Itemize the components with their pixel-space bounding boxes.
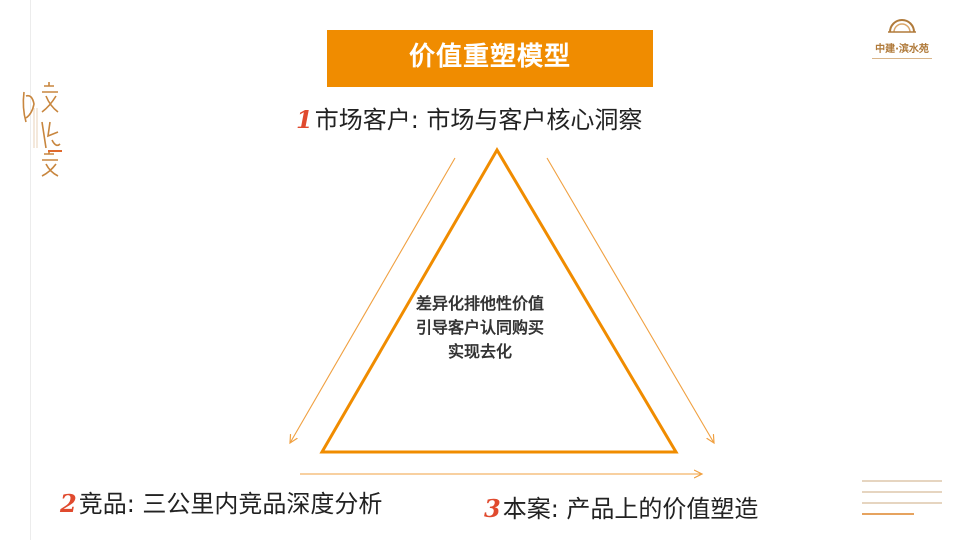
footer-note-line — [862, 491, 942, 493]
wenbiao-wendao-logo — [22, 82, 62, 177]
node-competitor: 2 竞品: 三公里内竞品深度分析 — [60, 484, 382, 519]
node-project-label: 本案: 产品上的价值塑造 — [502, 495, 759, 523]
brand-subline-mark — [872, 58, 932, 59]
value-triangle — [319, 147, 679, 454]
node-competitor-label: 竞品: 三公里内竞品深度分析 — [78, 490, 383, 518]
brand-name: 中建·滨水苑 — [875, 44, 929, 55]
node-market-customer-label: 市场客户: 市场与客户核心洞察 — [314, 106, 643, 134]
arrow-market-to-project — [546, 157, 714, 443]
left-divider-line — [30, 0, 31, 540]
step-number-3: 3 — [484, 494, 501, 523]
brand-logo: 中建·滨水苑 — [864, 16, 940, 61]
triangle-center-text: 差异化排他性价值 引导客户认同购买 实现去化 — [400, 292, 560, 364]
center-line-2: 引导客户认同购买 — [415, 318, 544, 337]
brand-subline — [864, 56, 940, 61]
center-line-1: 差异化排他性价值 — [415, 294, 544, 313]
arrow-market-to-competitor — [290, 157, 456, 443]
node-market-customer: 1 市场客户: 市场与客户核心洞察 — [296, 100, 642, 135]
footer-note-line — [862, 513, 914, 515]
title-banner: 价值重塑模型 — [327, 30, 653, 87]
footer-note-line — [862, 502, 942, 504]
footer-notes — [862, 480, 942, 524]
sun-logo-icon — [888, 19, 916, 33]
center-line-3: 实现去化 — [447, 342, 512, 361]
footer-note-line — [862, 480, 942, 482]
step-number-2: 2 — [60, 489, 77, 518]
node-project: 3 本案: 产品上的价值塑造 — [484, 489, 758, 524]
diagram-title: 价值重塑模型 — [408, 42, 571, 72]
step-number-1: 1 — [296, 105, 313, 134]
